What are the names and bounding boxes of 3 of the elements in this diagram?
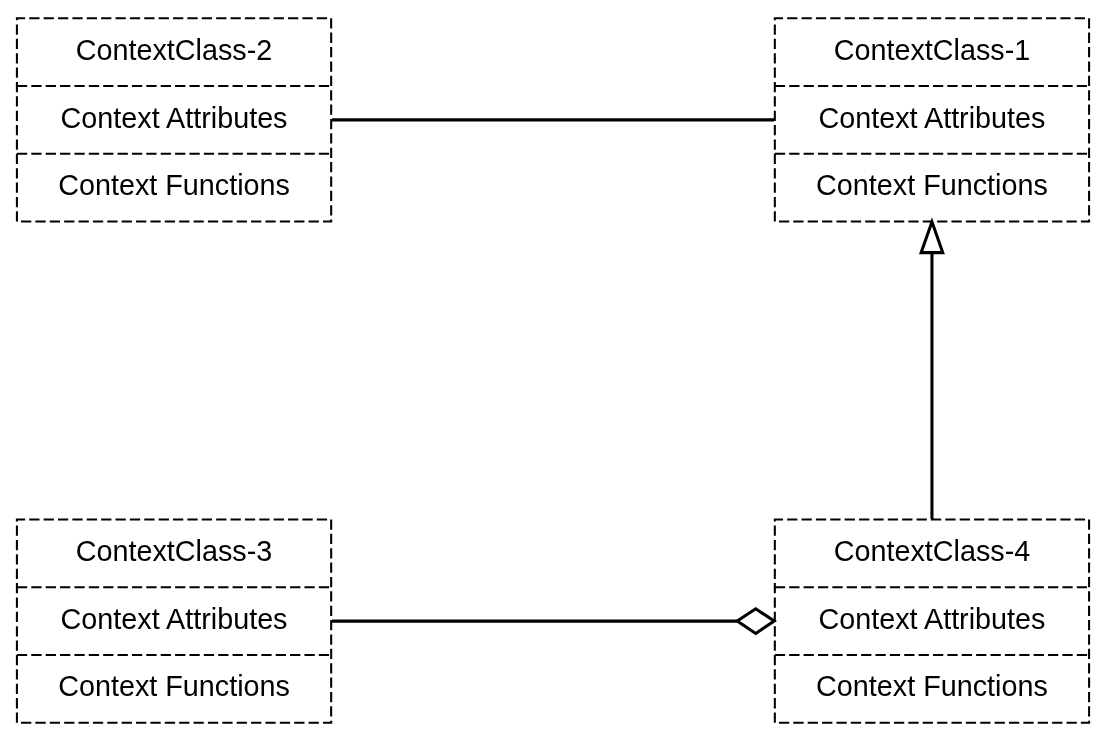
arrow — [919, 216, 945, 519]
connector — [332, 606, 777, 635]
connector — [332, 117, 775, 121]
